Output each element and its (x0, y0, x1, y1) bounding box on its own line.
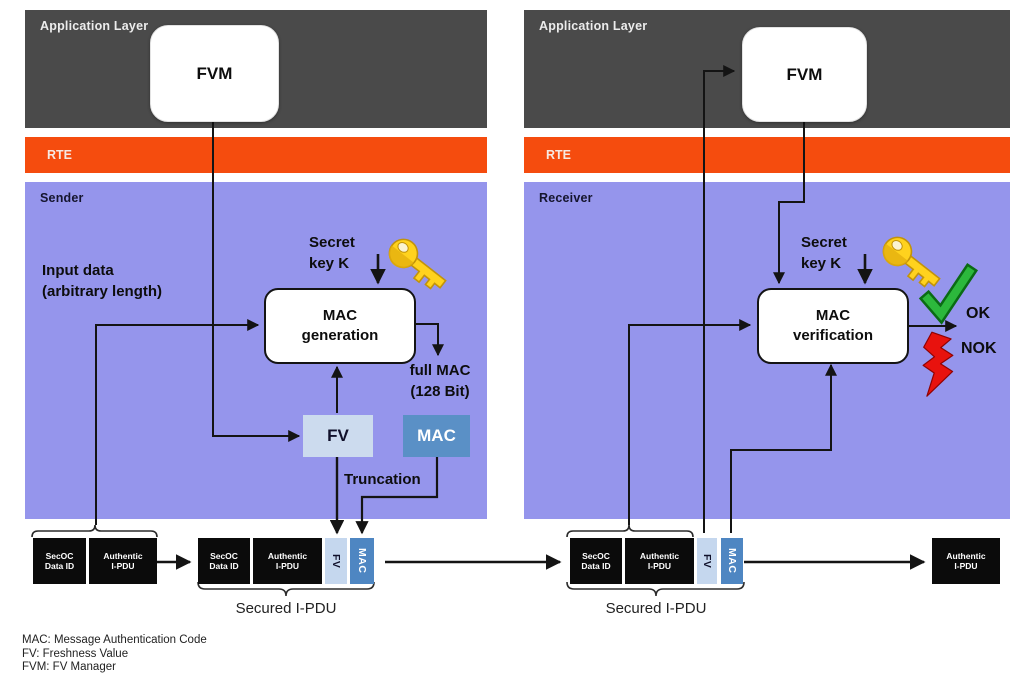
check-icon (918, 262, 979, 325)
sender-rte-bar: RTE (25, 137, 487, 173)
brace-sender-input-pdu (31, 524, 158, 538)
nok-label: NOK (961, 340, 997, 357)
arrow-fvm-to-fv (212, 118, 301, 442)
full-mac-label: full MAC(128 Bit) (409, 362, 471, 400)
receiver-rte-label: RTE (546, 148, 571, 162)
sender-application-layer-label: Application Layer (40, 19, 149, 33)
arrow-fvm-to-macverif (773, 120, 805, 285)
pdu-mac-field: MAC (350, 538, 374, 584)
sender-secured-ipdu-label: Secured I-PDU (235, 600, 337, 617)
truncation-label: Truncation (344, 471, 421, 488)
legend-fvm: FVM: FV Manager (22, 661, 116, 673)
sender-fvm-box: FVM (150, 25, 279, 122)
sender-rte-label: RTE (47, 148, 72, 162)
arrow-fvfield-to-fvm (703, 65, 736, 533)
arrow-macfield-to-macverif (730, 363, 837, 533)
key-icon (388, 238, 447, 290)
brace-sender-secured-pdu (197, 581, 375, 597)
receiver-application-layer-label: Application Layer (539, 19, 648, 33)
receiver-rte-bar: RTE (524, 137, 1010, 173)
pdu-fv-field: FV (697, 538, 717, 584)
brace-receiver-secured-pdu (566, 581, 745, 597)
sender-fvm-label: FVM (196, 63, 233, 83)
brace-receiver-auth-part (566, 524, 694, 538)
lightning-icon (922, 331, 954, 397)
arrow-pdu-to-macverif (628, 319, 752, 525)
receiver-secured-ipdu-label: Secured I-PDU (605, 600, 707, 617)
receiver-fvm-box: FVM (742, 27, 867, 122)
sender-fv-box: FV (303, 415, 373, 457)
sender-zone-label: Sender (40, 191, 84, 205)
receiver-fvm-label: FVM (786, 64, 823, 84)
key-icon (882, 236, 941, 288)
ok-label: OK (966, 305, 990, 322)
input-data-label: Input data(arbitrary length) (42, 262, 163, 300)
pdu-fv-field: FV (325, 538, 347, 584)
arrow-macgen-to-fullmac (412, 323, 444, 357)
legend-mac: MAC: Message Authentication Code (22, 634, 207, 646)
pdu-mac-field: MAC (721, 538, 743, 584)
legend-fv: FV: Freshness Value (22, 647, 129, 660)
arrow-inputdata-to-macgen (95, 319, 260, 525)
receiver-zone-label: Receiver (539, 191, 593, 205)
sender-mac-box: MAC (403, 415, 470, 457)
arrow-truncation-to-pdu (355, 457, 439, 535)
legend: MAC: Message Authentication Code FV: Fre… (22, 634, 207, 675)
